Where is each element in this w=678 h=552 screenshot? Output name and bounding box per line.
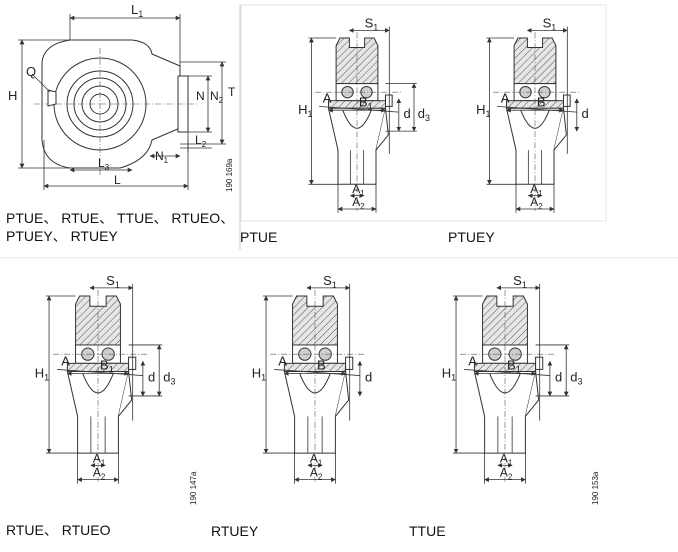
dim-label-H1: H1: [442, 366, 456, 383]
dim-label-N1: N1: [155, 149, 169, 165]
caption-top-right: PTUEY: [448, 229, 495, 245]
top-panel-border: [240, 4, 607, 222]
dim-label-S1: S1: [513, 273, 527, 290]
dim-label-L: L: [114, 173, 121, 187]
dim-label-A: A: [323, 91, 332, 106]
dim-label-A2: A2: [93, 466, 106, 482]
dim-label-S1: S1: [365, 16, 379, 33]
dim-label-L3: L3: [98, 156, 110, 172]
dim-label-d3: d3: [570, 370, 582, 387]
dim-label-N: N: [196, 89, 205, 103]
dim-label-L1: L1: [131, 2, 143, 19]
drawing-code-ttue: 190 153a: [591, 471, 600, 505]
dim-label-B: B: [317, 357, 326, 372]
dim-label-d: d: [582, 106, 589, 121]
dim-label-A: A: [278, 353, 287, 368]
dim-label-S1: S1: [543, 16, 557, 33]
dim-label-N2: N2: [210, 89, 224, 105]
dim-label-L2: L2: [195, 133, 207, 149]
dim-label-B: B1: [100, 357, 114, 374]
dim-label-B: B1: [507, 357, 521, 374]
dim-label-d: d: [555, 370, 562, 385]
dim-label-A: A: [468, 353, 477, 368]
dim-label-d3: d3: [163, 370, 175, 387]
dim-label-S1: S1: [323, 273, 337, 290]
caption-bot-mid: RTUEY: [211, 523, 259, 539]
dim-label-A1: A1: [93, 451, 106, 467]
dim-label-B: B: [537, 94, 546, 109]
caption-bot-right: TTUE: [409, 523, 446, 539]
caption-text: PTUE、 RTUE、 TTUE、 RTUEO、 PTUEY、 RTUEY: [6, 210, 235, 244]
dim-label-A1: A1: [352, 182, 365, 198]
dim-label-A1: A1: [310, 451, 323, 467]
dim-label-A2: A2: [352, 195, 365, 211]
dim-label-d: d: [404, 106, 411, 121]
dim-label-A: A: [61, 353, 70, 368]
dim-label-d3: d3: [418, 106, 430, 123]
dim-label-A2: A2: [530, 195, 543, 211]
dim-label-B: B1: [359, 94, 373, 111]
dim-label-T: T: [228, 85, 236, 99]
dim-label-A2: A2: [500, 466, 513, 482]
dim-label-d: d: [148, 370, 155, 385]
dim-label-A2: A2: [310, 466, 323, 482]
caption-top-left: PTUE、 RTUE、 TTUE、 RTUEO、 PTUEY、 RTUEY: [6, 209, 234, 245]
front-view-drawing: [18, 14, 226, 190]
dim-label-A1: A1: [530, 182, 543, 198]
dim-label-H1: H1: [298, 102, 312, 119]
dim-label-A: A: [501, 91, 510, 106]
caption-top-mid: PTUE: [240, 229, 278, 245]
front-view-labels: L1 Q H N N2 T L2 N1 L3 L 190 169a: [8, 2, 236, 192]
dim-label-H1: H1: [35, 366, 49, 383]
caption-bot-left: RTUE、 RTUEO: [6, 522, 111, 538]
dim-label-d: d: [365, 370, 372, 385]
drawing-code-rtue: 190 147a: [189, 471, 198, 505]
drawing-code: 190 169a: [225, 158, 234, 192]
dim-label-H: H: [8, 88, 17, 103]
dim-label-H1: H1: [476, 102, 490, 119]
dim-label-Q: Q: [26, 64, 36, 79]
dim-label-H1: H1: [252, 366, 266, 383]
dim-label-A1: A1: [500, 451, 513, 467]
dim-label-S1: S1: [106, 273, 120, 290]
